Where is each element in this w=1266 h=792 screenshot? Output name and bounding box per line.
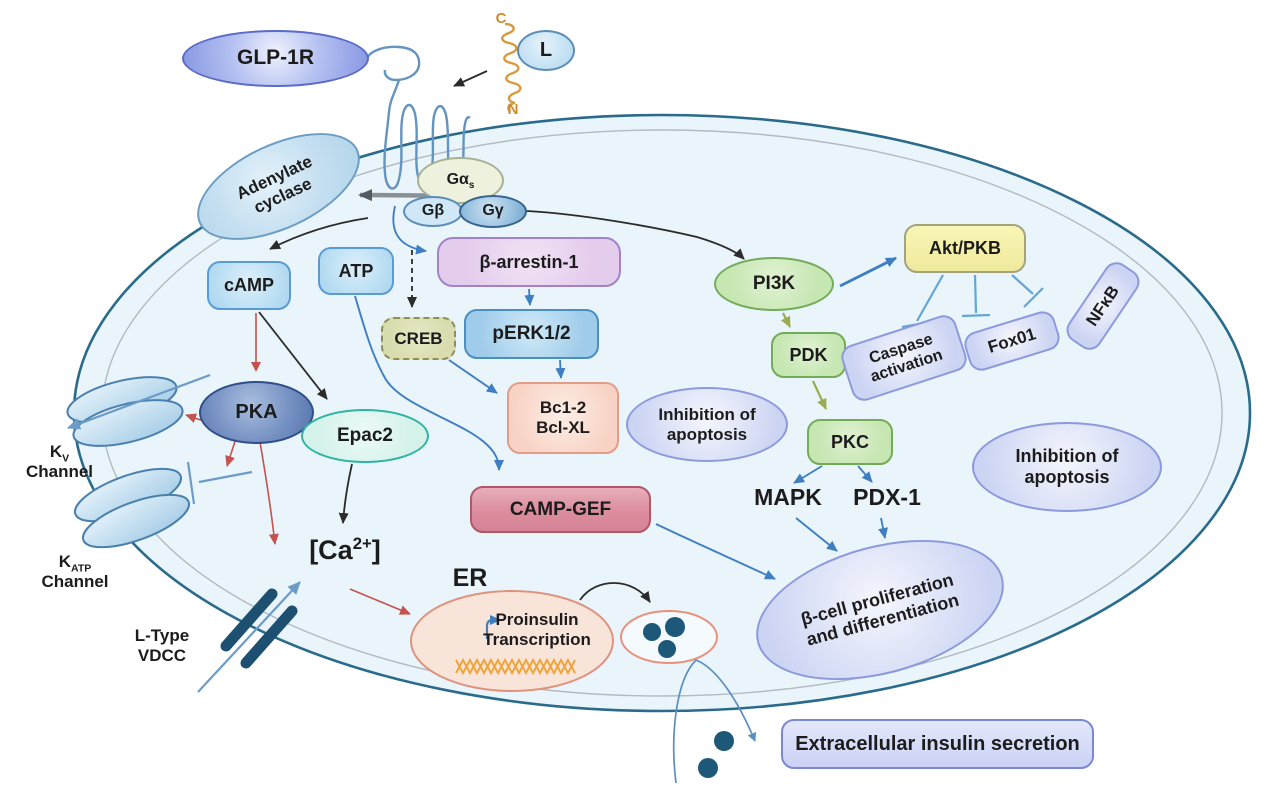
glp1r-node: GLP-1R bbox=[182, 30, 369, 87]
c-terminus-label: C bbox=[495, 10, 507, 28]
inhibit-katp-bar bbox=[186, 461, 196, 505]
arrow-ac-to-camp bbox=[269, 217, 369, 250]
g-beta-node: Gβ bbox=[403, 196, 463, 227]
pdx1-label: PDX-1 bbox=[853, 483, 921, 510]
arrow-kv-efflux bbox=[67, 373, 211, 430]
katp-symbol: KATP bbox=[58, 552, 92, 575]
n-terminus-label: N bbox=[507, 101, 519, 119]
ligand-helix-icon bbox=[501, 22, 522, 113]
proinsulin-label: Proinsulin Transcription bbox=[483, 610, 591, 649]
arrow-mapk-to-betacell bbox=[795, 517, 838, 552]
inhibit-akt-caspase-line bbox=[916, 274, 944, 322]
bcl-node: Bc1-2 Bcl-XL bbox=[507, 382, 619, 454]
pdk-node: PDK bbox=[771, 332, 846, 378]
kv-symbol: KV bbox=[49, 442, 70, 465]
er-icon bbox=[410, 590, 614, 692]
arrow-ggamma-to-pi3k bbox=[526, 210, 745, 260]
dna-coil-icon bbox=[455, 657, 576, 676]
pkc-node: PKC bbox=[807, 419, 893, 465]
transcription-start-icon bbox=[485, 615, 501, 639]
glp1r-label: GLP-1R bbox=[236, 46, 314, 70]
secreted-granule-dots bbox=[698, 731, 734, 778]
arrow-camp-to-pka-head bbox=[251, 362, 261, 372]
arrow-ligand-to-receptor bbox=[453, 70, 488, 87]
arrow-vdcc-to-calcium bbox=[197, 581, 301, 693]
l-type-vdcc-label: L-Type VDCC bbox=[134, 626, 190, 665]
insulin-vesicle-icon bbox=[620, 610, 718, 664]
arrow-pdk-to-pkc bbox=[812, 380, 827, 410]
arrow-creb-to-bcl bbox=[448, 359, 498, 394]
insulin-granule-dots bbox=[643, 617, 685, 658]
calcium-label: [Ca2+] bbox=[292, 533, 398, 569]
g-alpha-s-label: Gαs bbox=[446, 171, 475, 192]
arrow-perk-to-bcl bbox=[555, 359, 566, 379]
arrow-pkc-to-mapk bbox=[793, 465, 823, 484]
arrow-atp-to-campgef bbox=[354, 295, 504, 471]
exocytosis-path bbox=[672, 659, 757, 784]
inhibition-apoptosis-right-node: Inhibition of apoptosis bbox=[972, 422, 1162, 512]
arrow-epac2-to-calcium bbox=[338, 463, 353, 524]
camp-node: cAMP bbox=[207, 261, 291, 310]
inhibit-akt-fox01-line bbox=[973, 274, 978, 314]
arrow-pkc-to-pdx1 bbox=[857, 465, 873, 483]
atp-node: ATP bbox=[318, 247, 394, 295]
arrow-pdx1-to-betacell bbox=[878, 517, 888, 539]
inhibit-akt-nfkb-line bbox=[1011, 274, 1034, 295]
er-label: ER bbox=[452, 563, 488, 592]
arrow-campgef-to-betacell bbox=[655, 523, 776, 580]
beta-arrestin-node: β-arrestin-1 bbox=[437, 237, 621, 287]
arrow-pka-to-calcium bbox=[259, 441, 279, 545]
arrow-calcium-to-er bbox=[349, 588, 411, 615]
creb-node: CREB bbox=[381, 317, 456, 360]
l-type-vdcc-icon bbox=[220, 588, 298, 669]
mapk-label: MAPK bbox=[754, 483, 822, 510]
arrow-pi3k-to-pdk bbox=[781, 312, 791, 328]
inhibit-akt-fox01-bar bbox=[961, 313, 991, 318]
ligand-label: L bbox=[539, 39, 553, 61]
kv-channel-icon bbox=[66, 376, 184, 447]
ligand-node: L bbox=[517, 30, 575, 71]
perk-node: pERK1/2 bbox=[464, 309, 599, 359]
inhibit-katp-line bbox=[198, 470, 253, 484]
kv-channel-label: KV Channel bbox=[25, 442, 94, 481]
pi3k-node: PI3K bbox=[714, 257, 834, 311]
g-gamma-node: Gγ bbox=[459, 195, 527, 228]
katp-channel-icon bbox=[73, 467, 191, 549]
camp-gef-node: CAMP-GEF bbox=[470, 486, 651, 533]
akt-pkb-node: Akt/PKB bbox=[904, 224, 1026, 273]
arrow-receptor-to-barrestin bbox=[392, 205, 427, 255]
katp-channel-label: KATP Channel bbox=[41, 552, 109, 591]
arrow-pi3k-to-akt bbox=[839, 256, 897, 288]
pka-node: PKA bbox=[199, 381, 314, 444]
arrow-er-to-vesicle bbox=[579, 582, 651, 603]
arrow-barrestin-to-perk bbox=[524, 288, 535, 306]
inhibit-akt-nfkb-bar bbox=[1023, 287, 1044, 308]
arrow-camp-to-epac2 bbox=[258, 311, 328, 400]
calcium-text: [Ca2+] bbox=[309, 534, 381, 566]
inhibition-apoptosis-left-node: Inhibition of apoptosis bbox=[626, 387, 788, 462]
extracellular-secretion-node: Extracellular insulin secretion bbox=[781, 719, 1094, 769]
epac2-node: Epac2 bbox=[301, 409, 429, 463]
